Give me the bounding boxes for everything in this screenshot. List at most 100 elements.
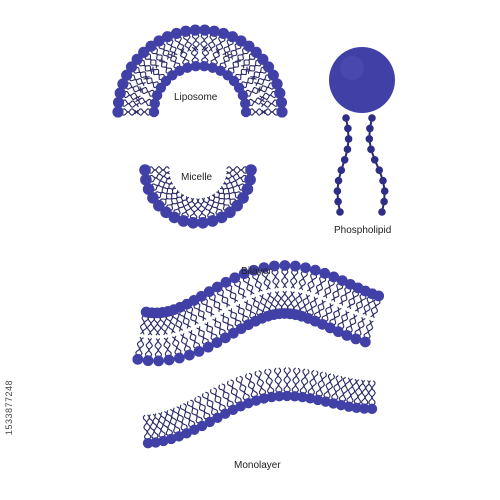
lipid-head (196, 290, 207, 302)
lipid-tail (159, 316, 166, 336)
lipid-tail (255, 77, 271, 87)
lipid-tail (172, 313, 181, 332)
lipid-tail (206, 196, 215, 218)
lipid-tail (323, 279, 332, 298)
lipid-tail (201, 393, 215, 416)
lipid-tail (246, 276, 255, 295)
lipid-head (187, 216, 199, 229)
lipid-tail (361, 380, 367, 406)
lipid-head (271, 78, 283, 90)
lipid-tail (246, 300, 257, 318)
lipid-tail (311, 370, 319, 396)
lipid-head (142, 437, 154, 449)
lipid-tail (226, 380, 239, 404)
lipid-head (153, 35, 165, 47)
monolayer-structure (142, 367, 378, 449)
phospholipid-tail-bead (342, 114, 350, 122)
lipid-tail (172, 407, 185, 431)
lipid-head (305, 393, 316, 404)
lipid-head (229, 272, 241, 284)
lipid-tail (290, 291, 296, 311)
lipid-tail (160, 187, 177, 203)
lipid-tail (190, 399, 203, 423)
lipid-tail (254, 370, 263, 396)
lipid-tail (307, 369, 315, 395)
lipid-tail (182, 309, 191, 328)
lipid-tail (261, 294, 270, 313)
lipid-head (220, 276, 232, 288)
lipid-head (189, 24, 201, 36)
lipid-tail (221, 383, 234, 407)
lipid-head (180, 25, 192, 37)
lipid-head (359, 403, 370, 414)
lipid-tail (156, 186, 175, 199)
lipid-head (189, 424, 200, 435)
phospholipid-label: Phospholipid (334, 225, 392, 236)
lipid-tail (235, 376, 247, 401)
lipid-tail (273, 291, 279, 311)
lipid-tail (235, 66, 248, 78)
lipid-head (244, 173, 256, 186)
lipid-tail (261, 271, 269, 291)
lipid-tail (277, 367, 283, 393)
lipid-tail (299, 368, 306, 394)
lipid-tail (226, 171, 248, 179)
lipid-head (199, 24, 211, 36)
lipid-tail (186, 307, 197, 326)
lipid-tail (228, 309, 239, 327)
lipid-head (262, 61, 275, 73)
lipid-tail (239, 375, 250, 400)
lipid-tail (201, 46, 207, 63)
lipid-head (181, 428, 192, 439)
lipid-head (235, 35, 247, 47)
lipid-head (193, 345, 205, 357)
lipid-tail (306, 296, 316, 315)
phospholipid-tail-bead (380, 197, 388, 206)
lipid-tail (269, 292, 277, 311)
lipid-tail (317, 277, 327, 296)
lipid-tail (335, 375, 343, 401)
lipid-tail (139, 337, 145, 357)
lipid-tail (303, 369, 310, 394)
lipid-tail (258, 370, 267, 395)
lipid-head (297, 391, 308, 403)
lipid-tail (353, 379, 360, 405)
lipid-tail (283, 367, 288, 393)
lipid-head (212, 412, 223, 423)
lipid-tail (248, 97, 265, 103)
lipid-tail (273, 367, 280, 393)
lipid-head (202, 341, 214, 353)
phospholipid-tail-bead (344, 124, 352, 133)
lipid-head (219, 332, 231, 344)
lipid-head (174, 65, 185, 77)
lipid-tail (247, 62, 262, 74)
lipid-tail (298, 270, 304, 290)
lipid-tail (135, 99, 152, 107)
lipid-head (267, 69, 279, 81)
lipid-tail (174, 335, 182, 355)
lipid-tail (327, 374, 336, 399)
lipid-tail (331, 283, 340, 301)
lipid-tail (193, 304, 205, 322)
monolayer-label: Monolayer (234, 460, 281, 471)
lipid-tail (122, 99, 140, 106)
lipid-head (274, 390, 285, 402)
lipid-tail (309, 273, 318, 293)
lipid-tail (153, 316, 159, 336)
lipid-tail (169, 314, 176, 333)
lipid-tail (201, 299, 212, 317)
lipid-tail (148, 338, 153, 358)
lipid-head (373, 290, 385, 302)
lipid-tail (241, 75, 255, 85)
lipid-tail (218, 384, 231, 408)
lipid-tail (177, 196, 188, 216)
lipid-tail (317, 300, 326, 319)
lipid-tail (157, 338, 163, 358)
phospholipid-head-highlight (340, 56, 364, 80)
lipid-head (335, 399, 347, 411)
lipid-tail (130, 74, 146, 84)
lipid-head (238, 268, 250, 280)
lipid-tail (254, 74, 270, 84)
lipid-tail (194, 397, 208, 420)
lipid-tail (291, 367, 297, 393)
